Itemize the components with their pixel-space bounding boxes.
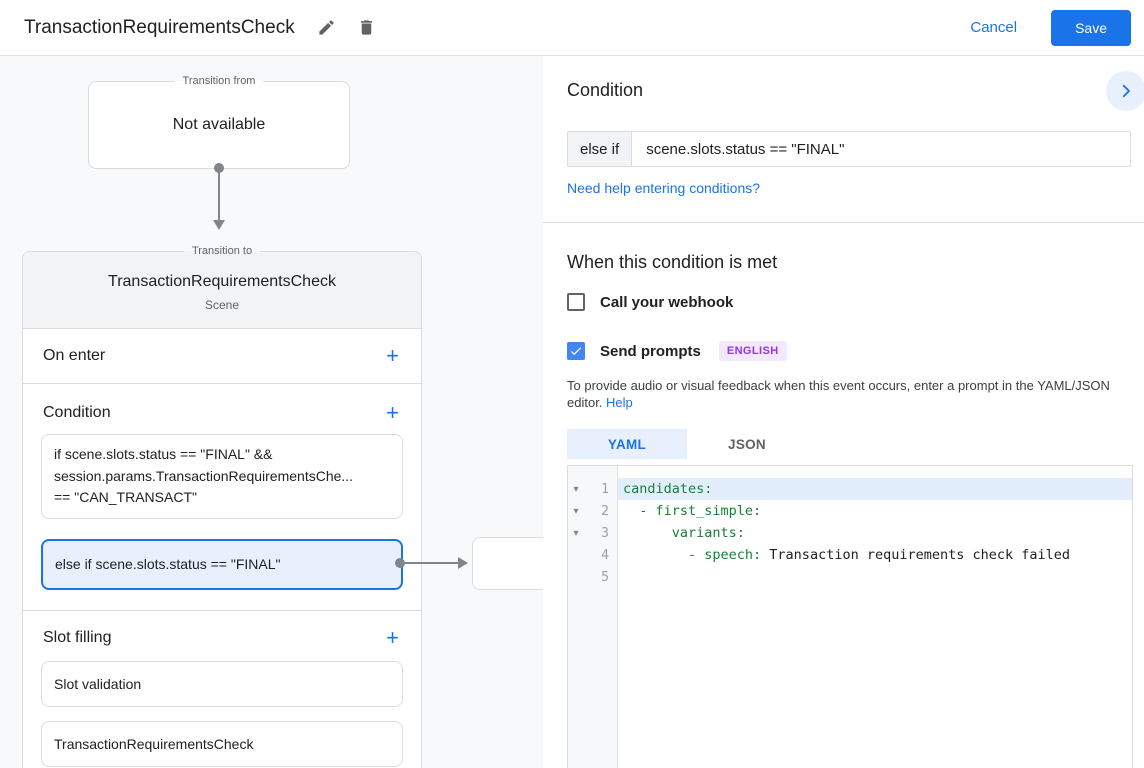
- checkmark-icon: [569, 344, 583, 358]
- trash-icon: [357, 18, 376, 37]
- slot-item-validation[interactable]: Slot validation: [41, 661, 403, 707]
- add-condition-button[interactable]: +: [386, 400, 399, 425]
- condition-item-else-if-selected[interactable]: else if scene.slots.status == "FINAL": [41, 538, 403, 590]
- cancel-button[interactable]: Cancel: [970, 19, 1018, 36]
- condition-item-if[interactable]: if scene.slots.status == "FINAL" && sess…: [41, 434, 403, 519]
- fold-arrow-icon[interactable]: ▾: [573, 505, 579, 517]
- line-number: 3: [601, 525, 609, 541]
- slot-filling-section: Slot filling + Slot validation Transacti…: [23, 611, 421, 768]
- scene-card-header[interactable]: TransactionRequirementsCheck Scene: [23, 252, 421, 329]
- editor-tab-bar: YAML JSON: [567, 429, 807, 459]
- condition-detail-panel: Condition else if Need help entering con…: [543, 56, 1144, 768]
- connector-dot: [395, 558, 405, 568]
- code-line-5: [618, 566, 1132, 588]
- when-condition-met-title: When this condition is met: [567, 252, 778, 272]
- panel-divider: [543, 222, 1144, 223]
- transition-from-box: Transition from Not available: [88, 75, 350, 169]
- transition-to-legend: Transition to: [183, 245, 261, 257]
- fold-arrow-icon[interactable]: ▾: [573, 483, 579, 495]
- prompt-description-text: To provide audio or visual feedback when…: [567, 378, 1110, 410]
- transition-from-legend: Transition from: [174, 75, 264, 87]
- on-enter-label: On enter: [43, 347, 106, 364]
- on-enter-row: On enter +: [23, 329, 421, 384]
- chevron-right-icon: [1117, 82, 1135, 100]
- line-number: 4: [601, 547, 609, 563]
- code-line-3: variants:: [618, 522, 1132, 544]
- condition-input-group: else if: [567, 131, 1131, 167]
- condition-section-label: Condition: [43, 404, 111, 421]
- yaml-value: Transaction requirements check failed: [761, 547, 1071, 563]
- add-on-enter-button[interactable]: +: [386, 343, 399, 368]
- slot-item-transaction-requirements-check[interactable]: TransactionRequirementsCheck: [41, 721, 403, 767]
- editor-gutter: ▾ 1 ▾ 2 ▾ 3 4 5: [568, 466, 618, 768]
- send-prompts-row: Send prompts ENGLISH: [567, 341, 787, 361]
- pencil-icon: [317, 18, 336, 37]
- transition-from-value: Not available: [172, 116, 266, 133]
- yaml-key: - first_simple:: [623, 503, 762, 519]
- page-title: TransactionRequirementsCheck: [24, 16, 295, 38]
- add-slot-button[interactable]: +: [386, 625, 399, 650]
- line-number: 5: [601, 569, 609, 585]
- tab-yaml[interactable]: YAML: [567, 429, 687, 459]
- line-number: 1: [601, 481, 609, 497]
- line-number: 2: [601, 503, 609, 519]
- delete-scene-button[interactable]: [351, 12, 383, 44]
- collapse-panel-button[interactable]: [1106, 71, 1144, 111]
- editor-code-area[interactable]: candidates: - first_simple: variants: - …: [618, 466, 1132, 768]
- tab-json[interactable]: JSON: [687, 429, 807, 459]
- panel-title: Condition: [567, 80, 644, 100]
- condition-prefix-label: else if: [568, 132, 633, 166]
- edit-scene-button[interactable]: [311, 12, 343, 44]
- connector-dot: [214, 163, 224, 173]
- connector-line-vertical: [218, 171, 220, 221]
- yaml-code-editor[interactable]: ▾ 1 ▾ 2 ▾ 3 4 5 candidates:: [567, 465, 1133, 768]
- fold-arrow-icon[interactable]: ▾: [573, 527, 579, 539]
- call-webhook-row: Call your webhook: [567, 293, 733, 311]
- yaml-key: candidates:: [623, 481, 713, 497]
- conditions-help-link[interactable]: Need help entering conditions?: [567, 180, 761, 196]
- transition-to-card: Transition to TransactionRequirementsChe…: [22, 245, 422, 768]
- top-bar: TransactionRequirementsCheck Cancel Save: [0, 0, 1144, 56]
- code-line-4: - speech: Transaction requirements check…: [618, 544, 1132, 566]
- call-webhook-checkbox[interactable]: [567, 293, 585, 311]
- arrow-right-icon: [458, 557, 468, 569]
- help-link[interactable]: Help: [606, 394, 633, 410]
- save-button[interactable]: Save: [1051, 9, 1131, 46]
- connector-line-horizontal: [403, 562, 459, 564]
- send-prompts-checkbox[interactable]: [567, 342, 585, 360]
- code-line-1: candidates:: [618, 478, 1132, 500]
- call-webhook-label: Call your webhook: [600, 293, 734, 311]
- scene-flow-panel: Transition from Not available Transition…: [0, 56, 543, 768]
- send-prompts-label: Send prompts: [600, 342, 701, 360]
- yaml-key: - speech:: [623, 547, 762, 563]
- slot-filling-label: Slot filling: [43, 629, 112, 646]
- arrow-down-icon: [213, 220, 225, 230]
- language-badge: ENGLISH: [718, 341, 787, 361]
- yaml-key: variants:: [623, 525, 745, 541]
- transition-target-box[interactable]: [472, 537, 543, 590]
- prompt-description: To provide audio or visual feedback when…: [567, 378, 1133, 411]
- condition-expression-input[interactable]: [632, 132, 1130, 166]
- scene-type-label: Scene: [204, 298, 240, 312]
- code-line-2: - first_simple:: [618, 500, 1132, 522]
- scene-name: TransactionRequirementsCheck: [108, 273, 336, 290]
- condition-section: Condition + if scene.slots.status == "FI…: [23, 384, 421, 611]
